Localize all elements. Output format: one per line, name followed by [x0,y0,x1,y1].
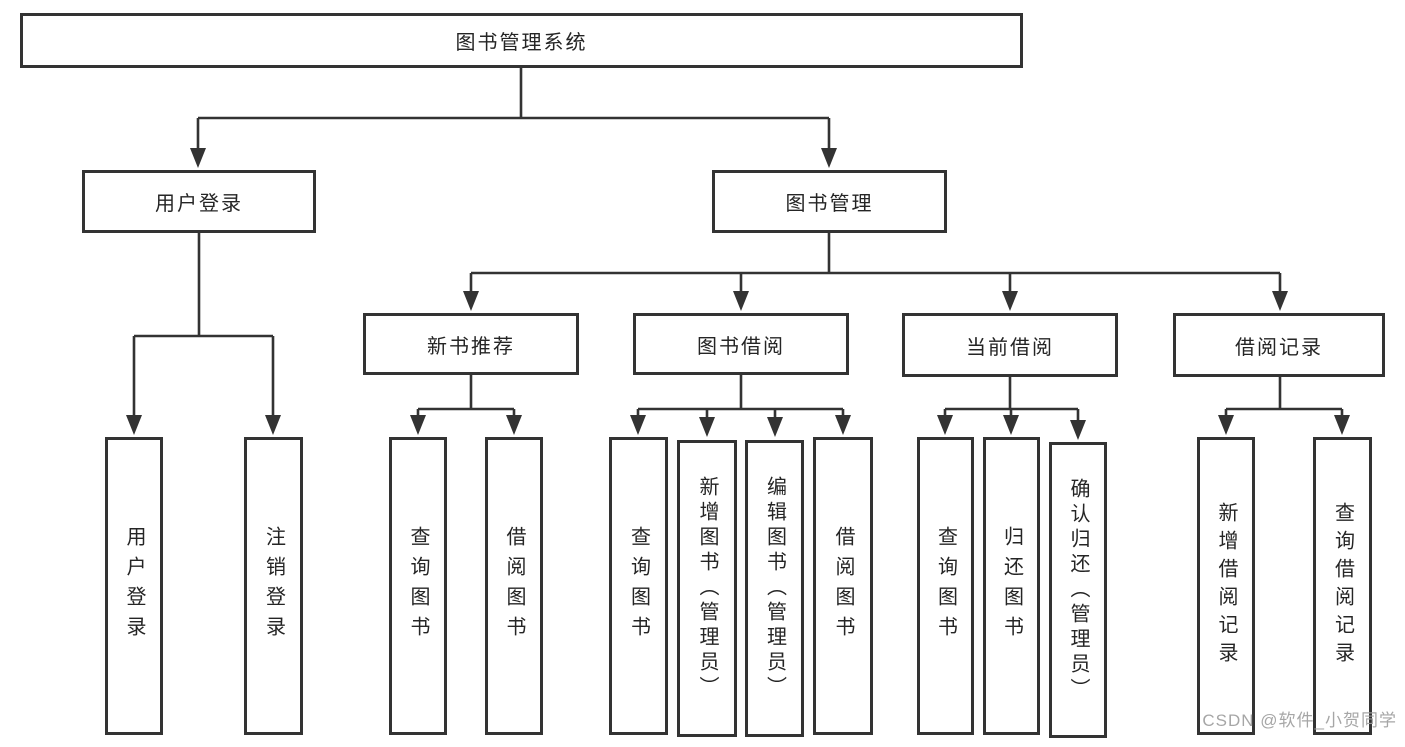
node-label: 图书管理 [785,193,874,215]
leaf-borrow-books-under-borrowing: 借阅图书 [813,437,873,735]
node-label: 借阅记录 [1235,336,1323,359]
leaf-edit-books-admin: 编辑图书（管理员） [745,440,804,737]
node-borrowing-records: 借阅记录 [1173,313,1385,377]
leaf-query-borrow-record: 查询借阅记录 [1313,437,1372,735]
leaf-add-borrow-record: 新增借阅记录 [1197,437,1255,735]
leaf-logout: 注销登录 [244,437,303,735]
arrowheads [126,148,1350,440]
leaf-query-books-under-borrowing: 查询图书 [609,437,668,735]
leaf-query-books-under-current: 查询图书 [917,437,974,735]
node-label: 借阅图书 [503,526,525,646]
node-label: 用户登录 [123,526,145,646]
node-current-borrowing: 当前借阅 [902,313,1118,377]
node-label: 查询图书 [627,526,650,646]
node-new-book-recommendation: 新书推荐 [363,313,579,375]
node-book-management: 图书管理 [712,170,947,233]
node-label: 用户登录 [155,193,243,215]
node-label: 新书推荐 [427,335,515,358]
node-label: 新增图书（管理员） [696,476,718,701]
leaf-query-books-under-recommendation: 查询图书 [389,437,447,735]
node-label: 图书借阅 [697,335,785,358]
node-label: 编辑图书（管理员） [763,476,786,701]
leaf-add-books-admin: 新增图书（管理员） [677,440,737,737]
csdn-watermark: CSDN @软件_小贺同学 [1202,711,1397,730]
node-label: 图书管理系统 [455,32,588,54]
node-book-borrowing: 图书借阅 [633,313,849,375]
tree-edge-lines [132,68,1344,424]
node-label: 借阅图书 [832,526,854,646]
node-label: 确认归还（管理员） [1067,477,1089,703]
node-label: 查询图书 [407,526,429,646]
node-user-login: 用户登录 [82,170,316,233]
node-label: 归还图书 [1000,526,1023,646]
node-label: 新增借阅记录 [1215,502,1237,670]
node-label: 注销登录 [262,526,285,646]
leaf-return-books: 归还图书 [983,437,1040,735]
node-label: 查询借阅记录 [1331,502,1354,670]
leaf-confirm-return-admin: 确认归还（管理员） [1049,442,1107,738]
node-library-management-system: 图书管理系统 [20,13,1023,68]
node-label: 查询图书 [934,526,957,646]
leaf-borrow-books-under-recommendation: 借阅图书 [485,437,543,735]
leaf-user-login: 用户登录 [105,437,163,735]
node-label: 当前借阅 [966,336,1054,359]
